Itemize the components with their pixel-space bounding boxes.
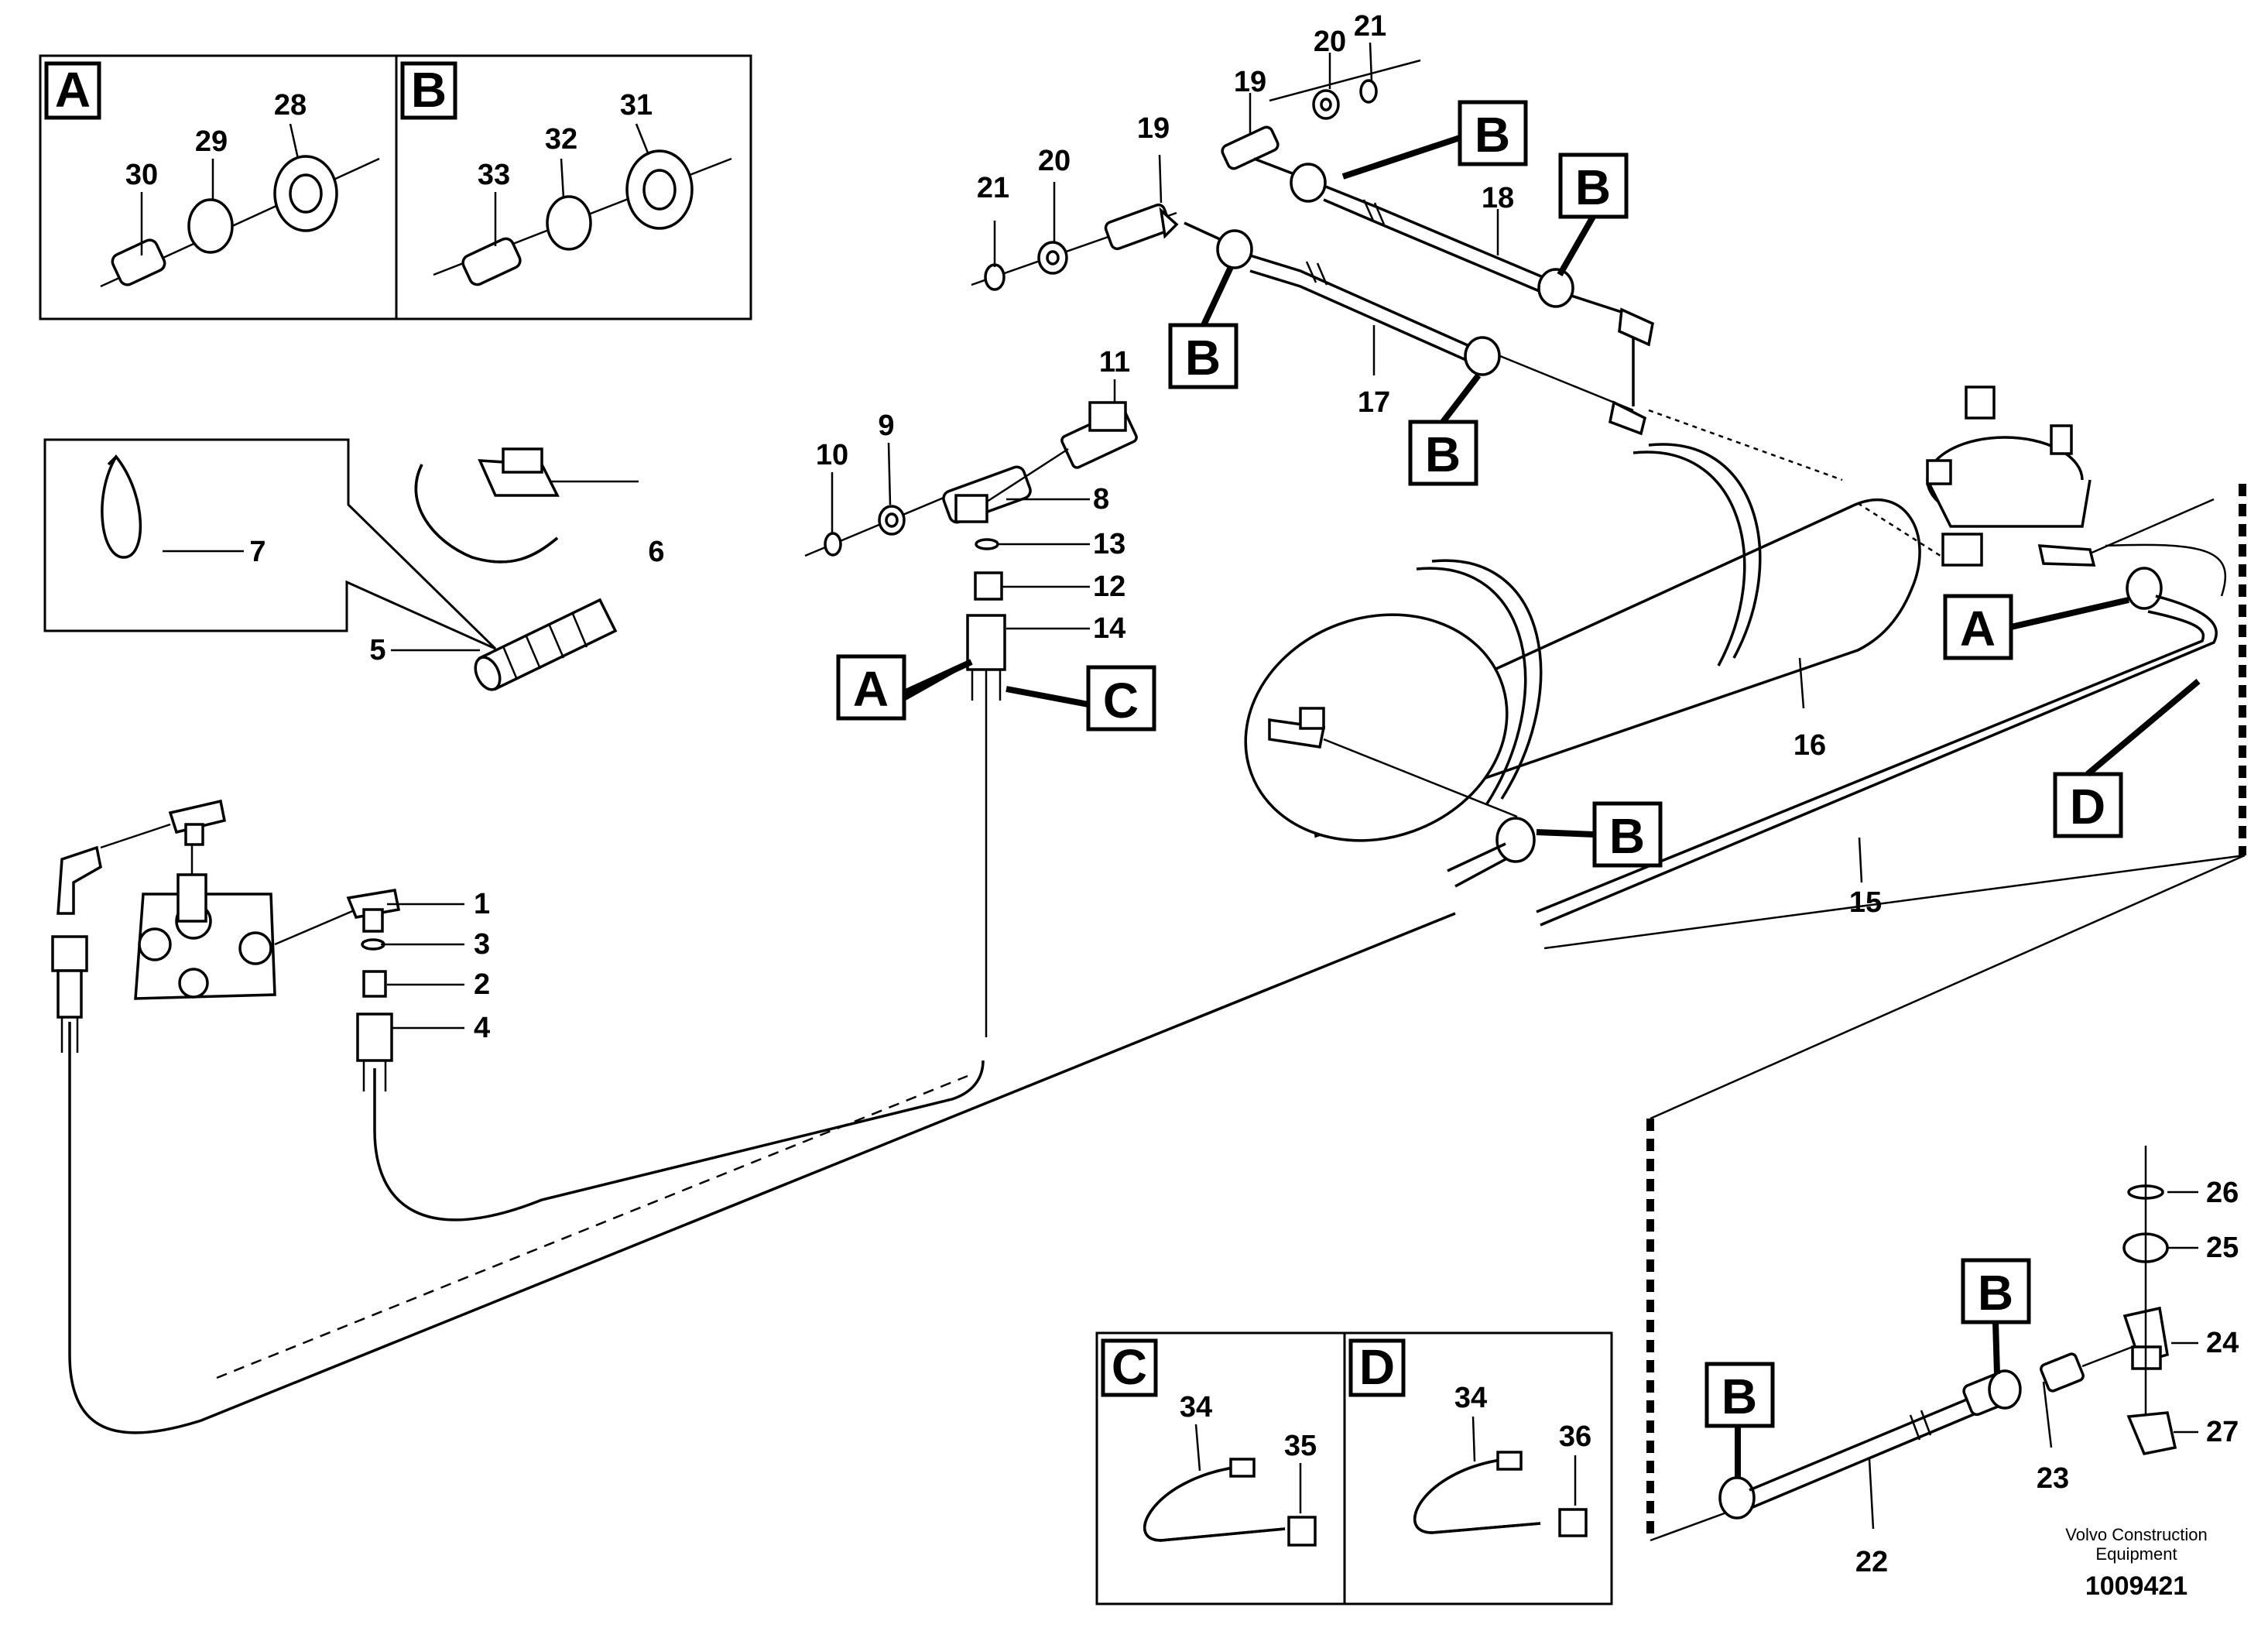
detail-box-c-label: C	[1112, 1339, 1147, 1395]
clamp-part	[414, 447, 639, 564]
detail-box-b: B	[395, 54, 752, 320]
ref-tag-c: C	[1103, 673, 1139, 728]
ref-tags: A C B B B B A D B B	[836, 100, 2201, 1479]
detail-box-b-label: B	[411, 62, 447, 118]
left-valve-assembly	[51, 799, 401, 1091]
callout-2: 2	[474, 968, 490, 1001]
callout-5: 5	[369, 634, 385, 666]
cable-tie-callout-box	[43, 438, 497, 650]
brake-valve	[1857, 385, 2226, 597]
drawing-number: 1009421	[2085, 1571, 2187, 1601]
callout-26: 26	[2206, 1177, 2239, 1209]
callout-18: 18	[1482, 182, 1514, 214]
callout-27: 27	[2206, 1416, 2239, 1448]
detail-box-a-label: A	[55, 62, 91, 118]
ref-tag-a-centre: A	[853, 661, 889, 717]
callout-23: 23	[2037, 1462, 2069, 1495]
callout-12: 12	[1093, 571, 1125, 603]
leader-lines	[140, 42, 2198, 1530]
callout-9: 9	[878, 409, 894, 442]
callout-29: 29	[195, 125, 228, 158]
callout-30: 30	[125, 159, 158, 191]
callout-34-d: 34	[1454, 1382, 1487, 1414]
long-pipe-15	[1536, 567, 2246, 950]
callout-31: 31	[620, 89, 653, 122]
callout-14: 14	[1093, 612, 1125, 645]
callout-13: 13	[1093, 528, 1125, 560]
air-tank	[1244, 443, 1921, 888]
detail-box-c: C	[1095, 1331, 1346, 1605]
spiral-wrap-part	[391, 598, 618, 691]
brand-line-1: Volvo Construction	[2065, 1525, 2207, 1544]
upper-pipe-assembly	[971, 59, 1843, 481]
callout-33: 33	[478, 159, 510, 191]
detail-box-a: A	[39, 54, 398, 320]
callout-11: 11	[1099, 346, 1130, 379]
ref-tag-b-18: B	[1575, 159, 1611, 215]
detail-box-d-label: D	[1359, 1339, 1395, 1395]
callout-32: 32	[545, 123, 577, 156]
callout-34-c: 34	[1180, 1391, 1212, 1424]
callout-19-top: 19	[1234, 66, 1266, 98]
callout-4: 4	[474, 1012, 490, 1044]
ref-tag-b-top: B	[1475, 107, 1510, 163]
footer: Volvo Construction Equipment 1009421	[2065, 1525, 2207, 1601]
callout-21-top: 21	[1354, 10, 1386, 43]
ref-tag-b-tank: B	[1609, 808, 1645, 864]
callout-10: 10	[816, 439, 848, 471]
ref-tag-b-17-right: B	[1425, 427, 1461, 482]
callout-28: 28	[274, 89, 307, 122]
centre-fitting-stack	[804, 401, 1138, 1037]
callout-22: 22	[1855, 1546, 1888, 1578]
callout-numbers: 30 29 28 33 32 31 6 7 5 10 9 11 8 13 12 …	[125, 10, 2239, 1578]
callout-15: 15	[1849, 886, 1882, 919]
callout-21-left: 21	[977, 172, 1009, 204]
detail-box-d: D	[1343, 1331, 1613, 1605]
lower-right-assembly	[1718, 1146, 2177, 1520]
ref-tag-b-lower-left: B	[1722, 1369, 1757, 1424]
callout-6: 6	[648, 536, 664, 568]
callout-8: 8	[1093, 483, 1109, 516]
frame-dashed-edges	[1646, 484, 2246, 1542]
callout-20-left: 20	[1038, 145, 1071, 177]
callout-25: 25	[2206, 1232, 2239, 1264]
ref-tag-a-valve: A	[1960, 601, 1996, 656]
callout-3: 3	[474, 928, 490, 961]
callout-24: 24	[2206, 1327, 2239, 1359]
callout-7: 7	[249, 536, 266, 568]
callout-16: 16	[1794, 729, 1826, 762]
callout-36: 36	[1559, 1420, 1591, 1453]
sweeping-hoses	[68, 912, 1456, 1434]
ref-tag-d: D	[2070, 779, 2105, 834]
callout-35: 35	[1284, 1430, 1317, 1462]
ref-tag-b-17-left: B	[1185, 330, 1221, 385]
callout-20-top: 20	[1314, 26, 1346, 58]
callout-1: 1	[474, 888, 490, 920]
callout-19-left: 19	[1137, 112, 1170, 145]
ref-tag-b-lower-right: B	[1978, 1265, 2013, 1321]
callout-17: 17	[1358, 386, 1390, 419]
brand-line-2: Equipment	[2095, 1544, 2177, 1564]
